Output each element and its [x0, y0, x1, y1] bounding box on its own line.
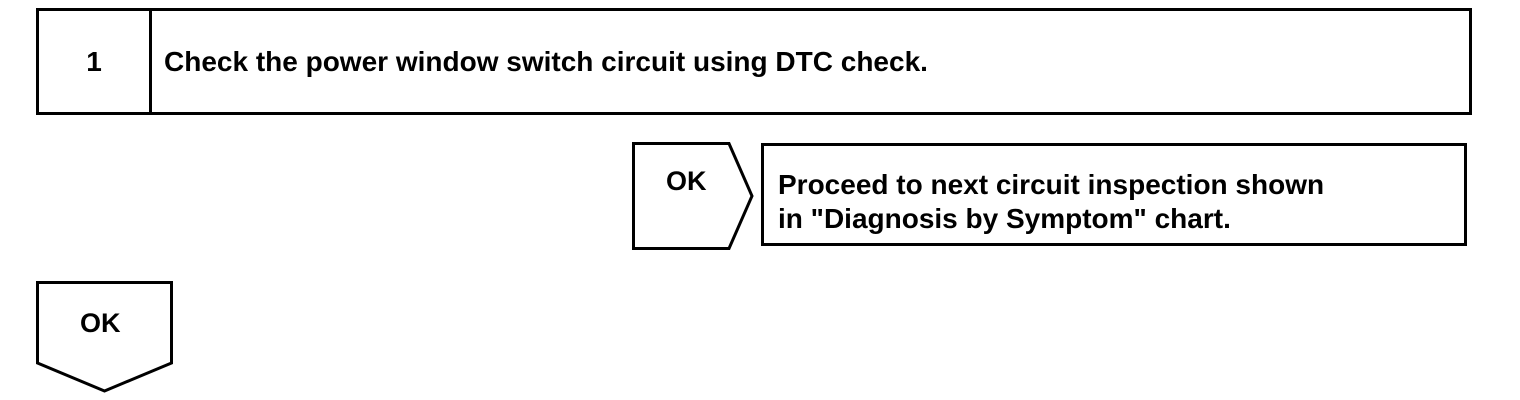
step-instruction: Check the power window switch circuit us…: [164, 45, 928, 77]
result-line-1: Proceed to next circuit inspection shown: [778, 169, 1325, 200]
result-box: Proceed to next circuit inspection shown…: [761, 143, 1467, 246]
right-arrow-label: OK: [666, 166, 707, 196]
right-arrow-shape: [632, 142, 754, 250]
step-box: 1 Check the power window switch circuit …: [36, 8, 1472, 115]
result-line-2: in "Diagnosis by Symptom" chart.: [778, 203, 1231, 234]
step-number: 1: [39, 11, 152, 112]
down-arrow-label: OK: [80, 308, 121, 338]
down-arrow-shape: [36, 281, 173, 393]
